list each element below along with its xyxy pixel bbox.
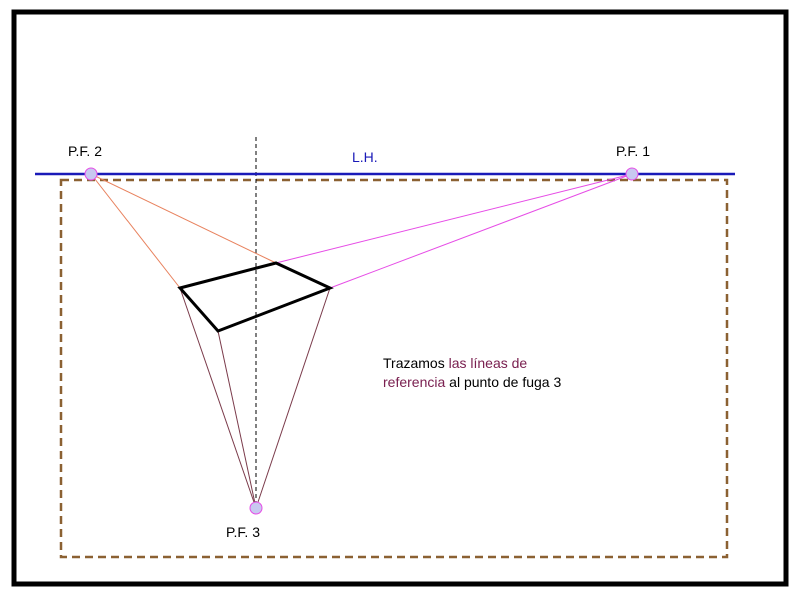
pf3-line xyxy=(217,330,257,509)
note-text: Trazamos las líneas de referencia al pun… xyxy=(383,354,561,392)
note-highlight2: referencia xyxy=(383,374,446,390)
pf3-line xyxy=(255,287,331,509)
pf3-line xyxy=(179,287,257,509)
pf3-point xyxy=(249,501,263,515)
quadrilateral xyxy=(177,261,334,333)
note-part2: al punto de fuga 3 xyxy=(445,374,562,390)
pf2-point xyxy=(84,167,98,181)
pf2-line xyxy=(90,173,181,289)
horizon-label: L.H. xyxy=(352,149,378,165)
pf1-point xyxy=(625,167,639,181)
pf1-line xyxy=(329,173,633,289)
pf1-label: P.F. 1 xyxy=(616,143,650,159)
outer-frame xyxy=(11,9,789,587)
pf1-line xyxy=(275,173,633,264)
dashed-frame xyxy=(59,178,729,559)
pf2-label: P.F. 2 xyxy=(68,143,102,159)
note-highlight1: las líneas de xyxy=(448,355,528,371)
note-part1: Trazamos xyxy=(383,355,449,371)
pf3-label: P.F. 3 xyxy=(226,524,260,540)
pf2-line xyxy=(90,173,277,264)
